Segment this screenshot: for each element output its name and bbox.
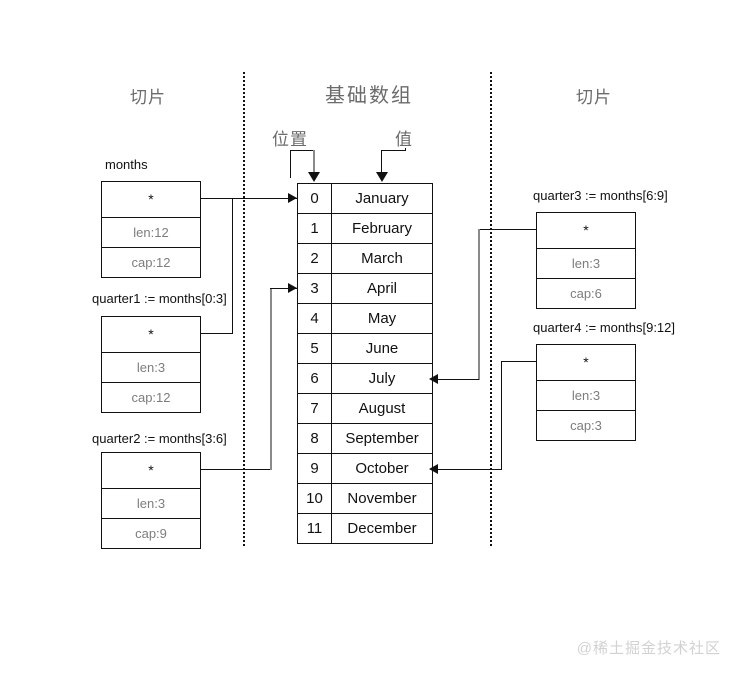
- table-row: 2 March: [297, 243, 433, 274]
- array-value-cell: June: [331, 333, 433, 364]
- index-annotation-leader-v2: [313, 150, 315, 174]
- slice-label-quarter4: quarter4 := months[9:12]: [533, 320, 676, 335]
- label-value-annotation: 值: [395, 130, 413, 149]
- base-array-body: 0 January 1 February 2 March 3 April 4 M…: [297, 183, 433, 544]
- index-annotation-leader-v1: [290, 150, 291, 178]
- slice-len-cell: len:3: [537, 380, 635, 410]
- table-row: 3 April: [297, 273, 433, 304]
- slice-label-quarter2: quarter2 := months[3:6]: [92, 431, 227, 446]
- slice-cap-cell: cap:12: [102, 382, 200, 412]
- base-array-table: 0 January 1 February 2 March 3 April 4 M…: [297, 183, 433, 544]
- value-annotation-arrowhead: [376, 172, 388, 182]
- slice-len-cell: len:3: [102, 352, 200, 382]
- array-index-cell: 9: [297, 453, 332, 484]
- array-index-cell: 2: [297, 243, 332, 274]
- array-index-cell: 11: [297, 513, 332, 544]
- array-value-cell: September: [331, 423, 433, 454]
- label-index-annotation: 位置: [272, 130, 308, 149]
- table-row: 9 October: [297, 453, 433, 484]
- array-index-cell: 1: [297, 213, 332, 244]
- index-annotation-arrowhead: [308, 172, 320, 182]
- slice-label-months: months: [105, 157, 148, 172]
- array-index-cell: 8: [297, 423, 332, 454]
- slice-box-quarter2: * len:3 cap:9: [101, 452, 201, 549]
- connector-quarter3-h1: [479, 229, 537, 230]
- array-value-cell: February: [331, 213, 433, 244]
- slice-box-quarter3: * len:3 cap:6: [536, 212, 636, 309]
- slice-label-quarter1: quarter1 := months[0:3]: [92, 291, 227, 306]
- slice-len-cell: len:3: [102, 488, 200, 518]
- connector-quarter4-v: [501, 361, 502, 469]
- slice-pointer-cell: *: [148, 326, 154, 342]
- connector-quarter3-arrowhead: [429, 374, 438, 384]
- connector-quarter4-h2: [433, 469, 502, 470]
- value-annotation-leader-v1: [405, 148, 406, 151]
- table-row: 8 September: [297, 423, 433, 454]
- array-value-cell: October: [331, 453, 433, 484]
- array-index-cell: 7: [297, 393, 332, 424]
- table-row: 10 November: [297, 483, 433, 514]
- value-annotation-leader-h: [381, 150, 406, 151]
- array-value-cell: July: [331, 363, 433, 394]
- connector-quarter2-v: [270, 288, 272, 470]
- array-index-cell: 4: [297, 303, 332, 334]
- slice-box-quarter4: * len:3 cap:3: [536, 344, 636, 441]
- slice-cap-cell: cap:12: [102, 247, 200, 277]
- array-value-cell: November: [331, 483, 433, 514]
- divider-right: [490, 72, 492, 546]
- table-row: 11 December: [297, 513, 433, 544]
- connector-quarter1-h1: [201, 333, 233, 334]
- watermark-text: @稀土掘金技术社区: [576, 640, 721, 657]
- slice-box-quarter1: * len:3 cap:12: [101, 316, 201, 413]
- array-value-cell: December: [331, 513, 433, 544]
- slice-len-cell: len:12: [102, 217, 200, 247]
- array-index-cell: 10: [297, 483, 332, 514]
- array-value-cell: August: [331, 393, 433, 424]
- connector-quarter4-arrowhead: [429, 464, 438, 474]
- array-value-cell: May: [331, 303, 433, 334]
- slice-pointer-cell: *: [583, 222, 589, 238]
- heading-right-slices: 切片: [576, 88, 612, 107]
- table-row: 7 August: [297, 393, 433, 424]
- connector-quarter2-h1: [201, 469, 272, 470]
- array-index-cell: 3: [297, 273, 332, 304]
- heading-left-slices: 切片: [130, 88, 166, 107]
- array-index-cell: 6: [297, 363, 332, 394]
- slice-cap-cell: cap:3: [537, 410, 635, 440]
- connector-months-to-index0: [201, 198, 297, 199]
- slice-pointer-cell: *: [583, 354, 589, 370]
- table-row: 1 February: [297, 213, 433, 244]
- slice-len-cell: len:3: [537, 248, 635, 278]
- array-value-cell: March: [331, 243, 433, 274]
- slice-label-quarter3: quarter3 := months[6:9]: [533, 188, 668, 203]
- table-row: 5 June: [297, 333, 433, 364]
- connector-months-arrowhead: [288, 193, 297, 203]
- heading-base-array: 基础数组: [325, 85, 413, 107]
- connector-quarter1-v: [232, 198, 233, 334]
- array-value-cell: April: [331, 273, 433, 304]
- slice-pointer-cell: *: [148, 191, 154, 207]
- slice-cap-cell: cap:6: [537, 278, 635, 308]
- table-row: 4 May: [297, 303, 433, 334]
- slice-cap-cell: cap:9: [102, 518, 200, 548]
- divider-left: [243, 72, 245, 546]
- table-row: 0 January: [297, 183, 433, 214]
- connector-quarter4-h1: [501, 361, 537, 362]
- array-index-cell: 5: [297, 333, 332, 364]
- connector-quarter2-arrowhead: [288, 283, 297, 293]
- array-value-cell: January: [331, 183, 433, 214]
- slice-pointer-cell: *: [148, 462, 154, 478]
- index-annotation-leader-h: [290, 150, 314, 151]
- connector-quarter2-h2: [270, 288, 297, 289]
- array-index-cell: 0: [297, 183, 332, 214]
- connector-quarter3-v: [478, 229, 480, 380]
- slice-box-months: * len:12 cap:12: [101, 181, 201, 278]
- connector-quarter3-h2: [433, 379, 479, 380]
- table-row: 6 July: [297, 363, 433, 394]
- value-annotation-leader-v2: [381, 150, 382, 174]
